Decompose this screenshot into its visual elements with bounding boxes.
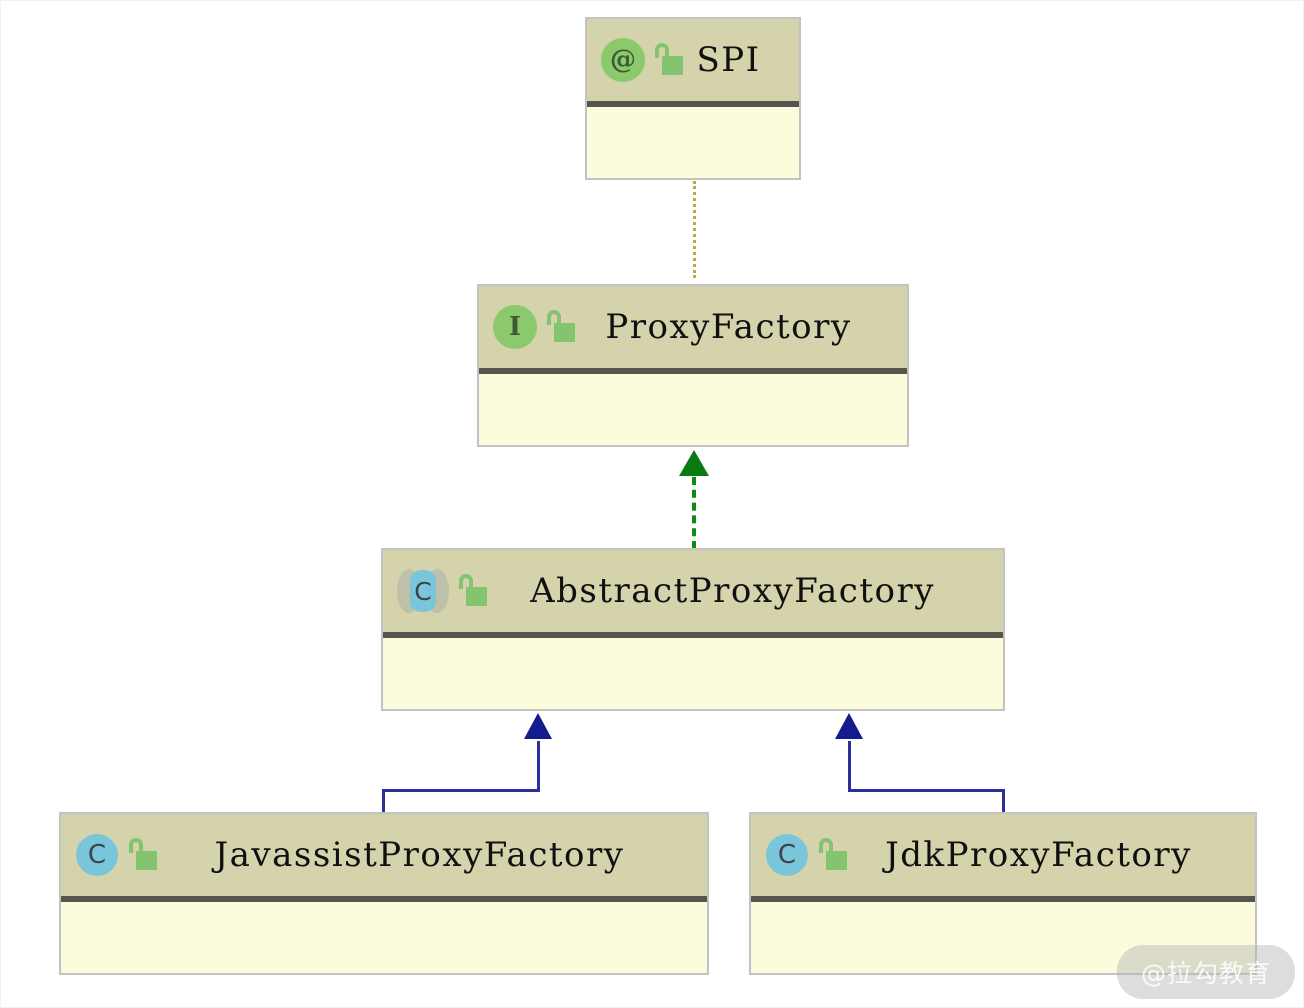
generalization-line-vertical-upper-right <box>848 741 851 789</box>
class-box-abstract-proxy-factory[interactable]: C AbstractProxyFactory <box>381 548 1005 711</box>
interface-icon-glyph: I <box>493 305 537 349</box>
class-header-spi: @ SPI <box>587 19 799 107</box>
annotation-icon: @ <box>601 38 645 82</box>
class-icon: C <box>75 833 119 877</box>
unlocked-padlock-icon <box>654 43 684 77</box>
watermark: @拉勾教育 <box>1116 945 1295 999</box>
annotation-link-dotted-line <box>693 181 696 278</box>
generalization-line-vertical-upper-left <box>537 741 540 789</box>
generalization-line-horizontal-left <box>382 789 540 792</box>
class-body-jdk-proxy-factory <box>751 902 1255 971</box>
class-name-proxy-factory: ProxyFactory <box>605 307 852 347</box>
class-name-javassist-proxy-factory: JavassistProxyFactory <box>214 835 625 875</box>
realization-dashed-line <box>692 477 696 549</box>
class-box-spi[interactable]: @ SPI <box>585 17 801 180</box>
class-box-javassist-proxy-factory[interactable]: C JavassistProxyFactory <box>59 812 709 975</box>
generalization-arrowhead-right-icon <box>835 713 863 739</box>
class-name-jdk-proxy-factory: JdkProxyFactory <box>885 835 1192 875</box>
class-header-proxy-factory: I ProxyFactory <box>479 286 907 374</box>
class-header-jdk-proxy-factory: C JdkProxyFactory <box>751 814 1255 902</box>
unlocked-padlock-icon <box>818 838 848 872</box>
class-box-jdk-proxy-factory[interactable]: C JdkProxyFactory <box>749 812 1257 975</box>
annotation-icon-glyph: @ <box>601 38 645 82</box>
class-body-proxy-factory <box>479 374 907 443</box>
class-icon-glyph: C <box>766 834 808 876</box>
generalization-arrowhead-left-icon <box>524 713 552 739</box>
generalization-line-horizontal-right <box>848 789 1005 792</box>
abstract-class-icon: C <box>397 568 449 614</box>
abstract-class-icon-glyph: C <box>410 570 436 612</box>
realization-arrowhead-icon <box>679 450 709 476</box>
class-icon: C <box>765 833 809 877</box>
class-header-javassist-proxy-factory: C JavassistProxyFactory <box>61 814 707 902</box>
class-header-abstract-proxy-factory: C AbstractProxyFactory <box>383 550 1003 638</box>
unlocked-padlock-icon <box>458 574 488 608</box>
class-body-abstract-proxy-factory <box>383 638 1003 707</box>
interface-icon: I <box>493 305 537 349</box>
class-box-proxy-factory[interactable]: I ProxyFactory <box>477 284 909 447</box>
class-name-spi: SPI <box>696 40 761 80</box>
unlocked-padlock-icon <box>128 838 158 872</box>
class-body-spi <box>587 107 799 176</box>
class-name-abstract-proxy-factory: AbstractProxyFactory <box>530 571 935 611</box>
class-icon-glyph: C <box>76 834 118 876</box>
class-body-javassist-proxy-factory <box>61 902 707 971</box>
unlocked-padlock-icon <box>546 310 576 344</box>
